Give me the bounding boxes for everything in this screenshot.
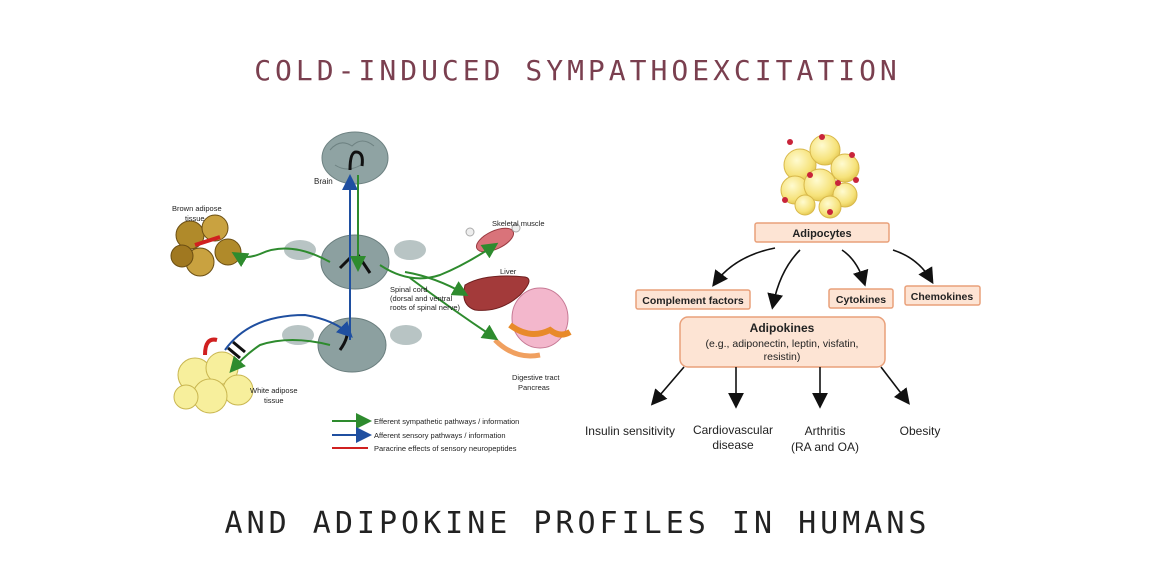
brain-label: Brain — [314, 177, 333, 186]
right-diagram: Adipocytes Complement factors Cytokines … — [585, 134, 981, 454]
outcome-arthritis-2: (RA and OA) — [791, 440, 859, 454]
digestive-label-1: Digestive tract — [512, 373, 560, 382]
adipokines-title: Adipokines — [750, 321, 815, 335]
legend-paracrine-label: Paracrine effects of sensory neuropeptid… — [374, 444, 517, 453]
cytokines-box — [828, 288, 894, 309]
left-diagram: Brain Brown adipose tissue — [170, 131, 572, 453]
page-title: COLD-INDUCED SYMPATHOEXCITATION — [254, 54, 901, 87]
brain-illustration — [321, 131, 389, 185]
complement-box — [635, 289, 751, 310]
legend-afferent-label: Afferent sensory pathways / information — [374, 431, 506, 440]
spinal-cord-lower — [282, 317, 422, 373]
cytokines-label: Cytokines — [836, 294, 886, 306]
liver-label: Liver — [500, 267, 517, 276]
outcome-obesity: Obesity — [900, 424, 941, 438]
spinal-cord-label-3: roots of spinal nerve) — [390, 303, 461, 312]
brown-adipose-label-2: tissue — [185, 214, 205, 223]
complement-label: Complement factors — [642, 295, 744, 307]
skeletal-muscle-illustration — [465, 223, 521, 253]
adipocytes-label: Adipocytes — [792, 228, 851, 240]
digestive-tract-illustration — [493, 287, 572, 359]
outcome-insulin: Insulin sensitivity — [585, 424, 675, 438]
chemokines-label: Chemokines — [911, 291, 974, 303]
legend: Efferent sympathetic pathways / informat… — [332, 413, 519, 453]
brown-adipose-label-1: Brown adipose — [172, 204, 222, 213]
brown-adipose-illustration — [170, 214, 242, 277]
outcome-cardiovascular-2: disease — [712, 438, 754, 452]
adipocyte-cluster-illustration — [780, 134, 860, 219]
digestive-label-2: Pancreas — [518, 383, 550, 392]
adipokines-detail-2: resistin) — [764, 351, 801, 363]
white-adipose-illustration — [173, 337, 254, 414]
white-adipose-label-1: White adipose — [250, 386, 298, 395]
liver-illustration — [463, 275, 530, 311]
adipocytes-box — [754, 222, 890, 243]
chemokines-box — [904, 285, 981, 306]
adipokines-detail-1: (e.g., adiponectin, leptin, visfatin, — [706, 338, 859, 350]
skeletal-muscle-label: Skeletal muscle — [492, 219, 545, 228]
legend-efferent-label: Efferent sympathetic pathways / informat… — [374, 417, 519, 426]
white-adipose-label-2: tissue — [264, 396, 284, 405]
page-subtitle: AND ADIPOKINE PROFILES IN HUMANS — [224, 506, 931, 541]
spinal-cord-label-1: Spinal cord — [390, 285, 428, 294]
outcome-cardiovascular-1: Cardiovascular — [693, 423, 773, 437]
outcome-arthritis-1: Arthritis — [805, 424, 846, 438]
adipokines-box — [679, 316, 886, 368]
spinal-cord-label-2: (dorsal and ventral — [390, 294, 452, 303]
spinal-cord-upper — [284, 234, 426, 290]
